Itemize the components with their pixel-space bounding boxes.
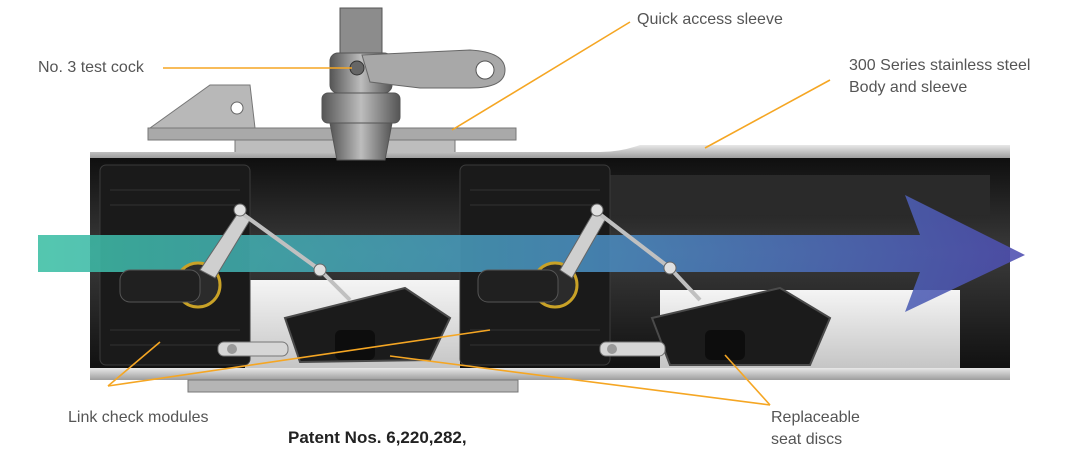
link-check-module-1 [119, 203, 352, 309]
patent-text: Patent Nos. 6,220,282, [288, 428, 467, 447]
flow-arrow [38, 195, 1025, 312]
leader-module-2 [107, 329, 491, 387]
leader-disc-1 [389, 355, 771, 406]
label-discs-line2: seat discs [771, 431, 843, 448]
label-body-line1: 300 Series stainless steel [849, 57, 1031, 74]
label-modules: Link check modules [68, 409, 209, 426]
leader-disc-2 [724, 354, 771, 406]
label-test-cock: No. 3 test cock [38, 59, 144, 76]
test-cock [321, 7, 506, 161]
leader-module-1 [107, 341, 161, 387]
label-body-line2: Body and sleeve [849, 79, 968, 96]
leader-sleeve [451, 21, 631, 131]
label-sleeve: Quick access sleeve [637, 11, 783, 28]
seat-disc-2 [599, 286, 832, 366]
link-check-module-2 [477, 203, 702, 309]
leader-body [704, 79, 831, 149]
label-discs-line1: Replaceable [771, 409, 860, 426]
leader-lines [107, 21, 831, 406]
seat-disc-1 [217, 286, 452, 364]
